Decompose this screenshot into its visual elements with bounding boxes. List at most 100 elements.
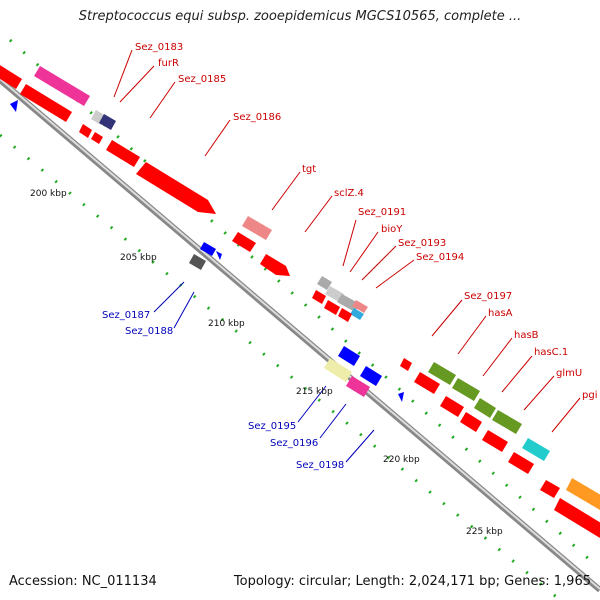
leader-line [173,291,195,329]
gene-label[interactable]: Sez_0191 [358,207,406,218]
gene-block[interactable] [189,254,206,270]
gene-block[interactable] [460,412,482,432]
gene-block[interactable] [91,132,103,144]
gene-block[interactable] [440,396,464,417]
leader-line [119,65,155,103]
gene-block[interactable] [232,232,256,252]
scale-label: 210 kbp [208,319,245,329]
gene-label[interactable]: Sez_0183 [135,42,183,53]
gene-block[interactable] [428,362,456,385]
gene-block[interactable] [20,84,72,122]
gene-block[interactable] [522,438,550,461]
gene-block[interactable] [200,242,216,256]
gene-label[interactable]: bioY [381,224,403,235]
gene-label[interactable]: Sez_0187 [102,310,150,321]
gene-block[interactable] [508,452,534,474]
leader-line [523,375,555,411]
scale-label: 220 kbp [383,455,420,465]
leader-line [204,119,231,157]
accession-label: Accession: NC_011134 [9,574,157,589]
map-title: Streptococcus equi subsp. zooepidemicus … [78,9,522,24]
gene-block[interactable] [492,410,522,434]
gene-block[interactable] [338,308,352,322]
gene-block[interactable] [338,346,360,366]
leader-lines [113,49,581,463]
gene-block[interactable] [324,300,340,315]
gene-block[interactable] [350,308,364,320]
gene-block[interactable] [337,294,360,312]
leader-line [457,315,487,355]
gene-block[interactable] [346,376,370,397]
leader-line [297,385,327,423]
summary-label: Topology: circular; Length: 2,024,171 bp… [233,574,591,589]
gene-block[interactable] [34,66,90,106]
tick-rings [0,38,592,600]
leader-line [153,281,185,313]
leader-line [271,171,301,211]
gene-block[interactable] [474,398,496,418]
gene-block[interactable] [482,430,508,452]
gene-block[interactable] [360,366,382,386]
scale-label: 215 kbp [296,387,333,397]
backbone [0,77,600,593]
gene-label[interactable]: Sez_0197 [464,291,512,302]
gene-block[interactable] [554,498,600,538]
gene-block[interactable] [260,254,290,276]
gene-label[interactable]: pgi [582,390,597,401]
leader-line [501,355,533,393]
gene-label[interactable]: Sez_0196 [270,438,318,449]
leader-line [375,259,415,289]
gene-label[interactable]: Sez_0186 [233,112,281,123]
leader-line [551,397,581,433]
gene-block[interactable] [242,216,272,240]
gene-block[interactable] [99,114,116,130]
gene-block[interactable] [400,358,412,371]
gene-block[interactable] [216,251,222,260]
gene-label[interactable]: Sez_0198 [296,460,344,471]
gene-block[interactable] [452,378,480,401]
gene-block[interactable] [10,100,18,112]
gene-block[interactable] [324,358,352,382]
forward-genes [0,62,600,538]
gene-label[interactable]: hasB [514,330,539,341]
gene-label[interactable]: furR [158,58,179,69]
gene-block[interactable] [325,286,344,302]
gene-label[interactable]: Sez_0193 [398,238,446,249]
gene-label[interactable]: hasA [488,308,513,319]
gene-block[interactable] [106,140,140,167]
gene-block[interactable] [398,392,404,402]
gene-block[interactable] [317,276,332,290]
reverse-gene-labels: Sez_0187 Sez_0188 Sez_0195 Sez_0196 Sez_… [102,310,344,471]
leader-line [361,245,397,281]
gene-label[interactable]: Sez_0195 [248,421,296,432]
leader-line [431,299,463,337]
gene-block[interactable] [0,62,22,89]
reverse-genes [10,100,404,402]
leader-line [304,195,333,233]
backbone-highlight [0,78,600,590]
gene-label[interactable]: Sez_0185 [178,74,226,85]
gene-label[interactable]: sclZ.4 [334,188,364,199]
gene-block[interactable] [136,162,216,214]
gene-label[interactable]: Sez_0188 [125,326,173,337]
leader-line [342,219,357,267]
gene-label[interactable]: Sez_0194 [416,252,464,263]
gene-label[interactable]: tgt [302,164,316,175]
leader-line [113,49,133,98]
forward-gene-labels: Sez_0183 furR Sez_0185 Sez_0186 tgt sclZ… [135,42,597,401]
gene-label[interactable]: hasC.1 [534,347,568,358]
leader-line [149,81,176,119]
gene-block[interactable] [566,478,600,510]
gene-block[interactable] [312,290,326,304]
gene-block[interactable] [352,300,368,313]
scale-label: 225 kbp [466,527,503,537]
gene-block[interactable] [79,124,92,138]
scale-labels: 200 kbp 205 kbp 210 kbp 215 kbp 220 kbp … [30,189,503,537]
gene-block[interactable] [414,372,440,394]
gene-label[interactable]: glmU [556,368,582,379]
leader-line [349,231,379,273]
gene-block[interactable] [540,480,560,498]
leader-line [482,337,513,377]
